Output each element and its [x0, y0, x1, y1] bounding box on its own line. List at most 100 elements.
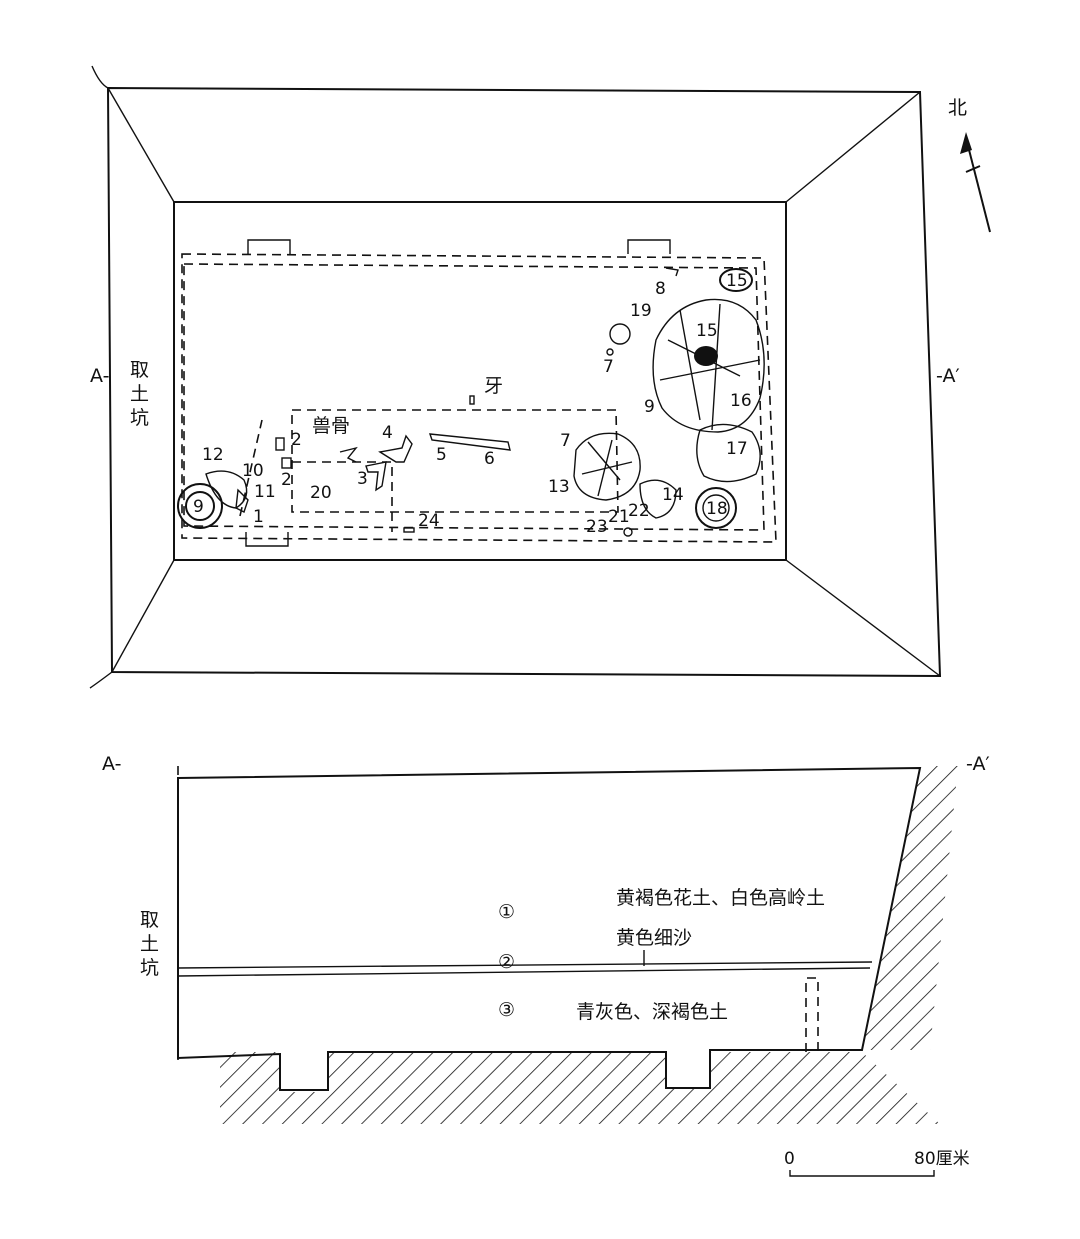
artifact-3-piece [365, 461, 387, 492]
artifact-number: 17 [726, 439, 748, 459]
artifact-number: 24 [418, 511, 440, 531]
artifact-18-ring-outer [695, 487, 737, 529]
artifact-15a-ring [719, 268, 753, 292]
section-pit-label-3: 坑 [140, 957, 159, 979]
layer-2-top-line [177, 961, 873, 969]
artifact-number: 4 [382, 423, 393, 443]
scale-bar-end: 80厘米 [914, 1149, 970, 1169]
artifact-number: 21 [608, 507, 630, 527]
artifact-22-ring [623, 527, 633, 537]
artifact-17-vessel [696, 423, 761, 483]
artifact-13-vessel [573, 432, 641, 501]
north-arrow-shaft [965, 137, 991, 233]
scale-bar: 0 80厘米 [784, 1149, 970, 1177]
artifact-8-piece [665, 267, 679, 277]
inner-coffin-dashed-outline [183, 263, 765, 531]
pit-edge-curve-bottom [89, 671, 113, 689]
artifact-number: 11 [254, 482, 276, 502]
artifact-number: 22 [628, 501, 650, 521]
section-pit-label-2: 土 [140, 933, 159, 955]
artifact-19-ring [609, 323, 631, 345]
layer-2-marker: ② [498, 951, 515, 973]
artifact-5-6-long-object [428, 433, 511, 451]
animal-bone-mark [339, 446, 358, 463]
section-label-left: A- [102, 753, 121, 775]
artifact-number: 12 [202, 445, 224, 465]
artifact-number: 2 [281, 470, 292, 490]
artifact-12-vessel [205, 470, 248, 509]
artifact-9-ring-outer [177, 483, 223, 529]
layer-1-description: 黄褐色花土、白色高岭土 [616, 887, 825, 909]
artifact-number: 8 [655, 279, 666, 299]
artifact-7-small-ring [606, 348, 614, 356]
tooth-label: 牙 [484, 375, 503, 397]
north-label: 北 [948, 97, 967, 119]
corner-line-ne [785, 91, 921, 203]
artifact-number: 9 [644, 397, 655, 417]
animal-bone-label: 兽骨 [312, 415, 350, 437]
artifact-number: 13 [548, 477, 570, 497]
north-arrow-head [960, 132, 972, 154]
artifact-number: 9 [193, 497, 204, 517]
artifact-number: 10 [242, 461, 264, 481]
plan-pit-label-2: 土 [130, 383, 149, 405]
artifact-number: 20 [310, 483, 332, 503]
artifact-number: 15 [726, 271, 748, 291]
section-label-right: -A′ [966, 753, 990, 775]
sleeper-slot-ne [627, 239, 671, 254]
artifact-number-labels: 1 2 2 3 4 5 6 7 7 8 9 9 10 11 12 13 14 1… [193, 271, 752, 537]
artifact-14-vessel [639, 479, 677, 519]
artifact-11-piece [235, 488, 249, 513]
section-pit-label-1: 取 [140, 909, 159, 931]
artifact-number: 1 [253, 507, 264, 527]
artifact-2b-piece [281, 457, 292, 469]
artifact-number: 2 [291, 430, 302, 450]
sleeper-slot-sw [245, 532, 289, 547]
artifact-4-piece [378, 434, 413, 463]
north-arrow: 北 [948, 97, 991, 233]
layer-1-marker: ① [498, 901, 515, 923]
pit-floor-outline [173, 201, 787, 561]
scale-bar-line [789, 1170, 935, 1177]
burial-partition-dashed [292, 461, 393, 532]
coffin-edge-dashed [805, 977, 819, 1052]
layer-3-marker: ③ [498, 999, 515, 1021]
corner-line-nw [107, 87, 175, 203]
plan-pit-label-1: 取 [130, 359, 149, 381]
artifact-number: 3 [357, 469, 368, 489]
artifact-number: 7 [603, 357, 614, 377]
layer-2-description: 黄色细沙 [616, 927, 692, 949]
artifact-number: 15 [696, 321, 718, 341]
pit-edge-curve-top [91, 65, 109, 89]
artifact-number: 5 [436, 445, 447, 465]
artifact-2a-piece [275, 437, 285, 451]
burial-dashed-outline [291, 409, 619, 513]
artifact-number: 16 [730, 391, 752, 411]
plan-section-label-left: A- [90, 365, 109, 387]
corner-line-se [785, 559, 941, 677]
layer-3-description: 青灰色、深褐色土 [576, 1001, 728, 1023]
tooth-mark [469, 395, 475, 405]
scale-bar-start: 0 [784, 1149, 795, 1169]
artifact-9-ring-inner [185, 491, 215, 521]
corner-line-sw [111, 559, 175, 673]
plan-section-label-right: -A′ [936, 365, 960, 387]
artifact-number: 6 [484, 449, 495, 469]
sleeper-slot-nw [247, 239, 291, 254]
north-arrow-tick [965, 165, 981, 173]
pit-outer-outline [106, 86, 942, 678]
artifact-number: 19 [630, 301, 652, 321]
artifact-number: 7 [560, 431, 571, 451]
artifact-15b-dark [694, 346, 718, 366]
artifact-cluster-ne [652, 298, 765, 433]
section-ground-hatch-bottom [220, 1052, 940, 1124]
section-view: A- -A′ 取 土 坑 ① 黄褐色花土、白色高岭土 ② 黄色细沙 ③ 青灰色、… [102, 753, 990, 1124]
plan-view: 北 A- -A′ 取 土 坑 牙 兽骨 1 2 2 3 4 5 6 7 7 8 … [89, 65, 991, 689]
artifact-18-ring-inner [702, 494, 730, 522]
plan-pit-label-3: 坑 [130, 407, 149, 429]
section-outline [177, 766, 922, 1091]
artifact-number: 14 [662, 485, 684, 505]
layer-2-bottom-line [177, 967, 871, 977]
